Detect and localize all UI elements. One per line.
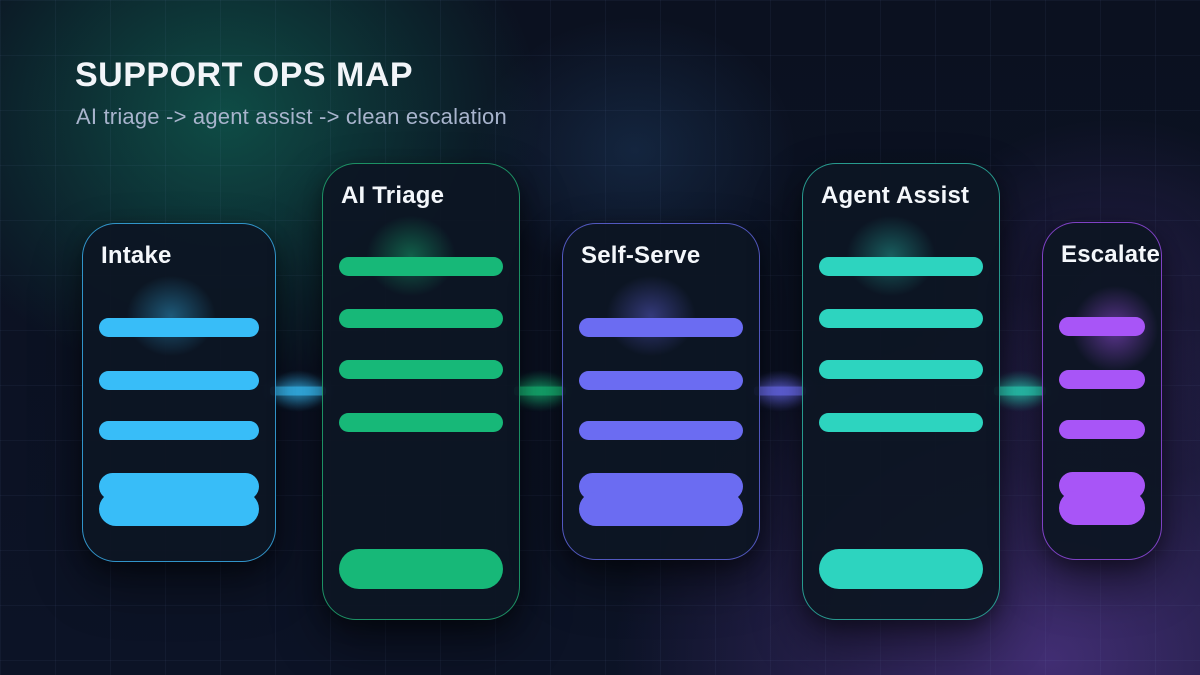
skeleton-bar bbox=[339, 360, 503, 379]
skeleton-bar bbox=[99, 318, 259, 337]
connector-bar bbox=[994, 386, 1046, 396]
skeleton-block bbox=[99, 473, 259, 526]
skeleton-bar bbox=[579, 421, 743, 440]
skeleton-bar bbox=[819, 413, 983, 432]
connector-ai-triage-to-self-serve bbox=[500, 362, 580, 420]
skeleton-bar bbox=[1059, 317, 1145, 336]
connector-self-serve-to-agent-assist bbox=[740, 362, 820, 420]
skeleton-bar bbox=[99, 421, 259, 440]
skeleton-bar bbox=[819, 309, 983, 328]
card-glow bbox=[109, 260, 233, 372]
connector-bar bbox=[270, 386, 326, 396]
skeleton-bar bbox=[99, 371, 259, 390]
connector-intake-to-ai-triage bbox=[258, 362, 338, 420]
connector-bar bbox=[514, 386, 566, 396]
connector-bar bbox=[754, 386, 806, 396]
skeleton-bar bbox=[579, 371, 743, 390]
stage-card-agent-assist: Agent Assist bbox=[802, 163, 1000, 620]
skeleton-block bbox=[1059, 472, 1145, 525]
card-title-self-serve: Self-Serve bbox=[581, 242, 701, 269]
skeleton-cta-pill bbox=[339, 549, 503, 589]
skeleton-block-bottom bbox=[1059, 491, 1145, 525]
skeleton-bar bbox=[339, 413, 503, 432]
skeleton-bar bbox=[339, 309, 503, 328]
skeleton-bar bbox=[579, 318, 743, 337]
card-glow bbox=[349, 200, 473, 312]
stage-card-ai-triage: AI Triage bbox=[322, 163, 520, 620]
skeleton-block-bottom bbox=[579, 492, 743, 526]
card-title-intake: Intake bbox=[101, 242, 172, 269]
card-glow bbox=[829, 200, 953, 312]
skeleton-bar bbox=[1059, 420, 1145, 439]
skeleton-bar bbox=[819, 360, 983, 379]
skeleton-bar bbox=[339, 257, 503, 276]
skeleton-block-bottom bbox=[99, 492, 259, 526]
card-title-escalate: Escalate bbox=[1061, 241, 1161, 268]
page-title: SUPPORT OPS MAP bbox=[75, 56, 414, 94]
connector-agent-assist-to-escalate bbox=[980, 362, 1060, 420]
skeleton-block bbox=[579, 473, 743, 526]
stage-card-escalate: Escalate bbox=[1042, 222, 1175, 560]
skeleton-bar bbox=[1059, 370, 1145, 389]
page-subtitle: AI triage -> agent assist -> clean escal… bbox=[76, 104, 507, 129]
card-title-ai-triage: AI Triage bbox=[341, 182, 445, 209]
card-glow bbox=[589, 260, 713, 372]
stage-card-self-serve: Self-Serve bbox=[562, 223, 760, 560]
skeleton-cta-pill bbox=[819, 549, 983, 589]
card-title-agent-assist: Agent Assist bbox=[821, 182, 970, 209]
stage-card-intake: Intake bbox=[82, 223, 276, 562]
skeleton-bar bbox=[819, 257, 983, 276]
